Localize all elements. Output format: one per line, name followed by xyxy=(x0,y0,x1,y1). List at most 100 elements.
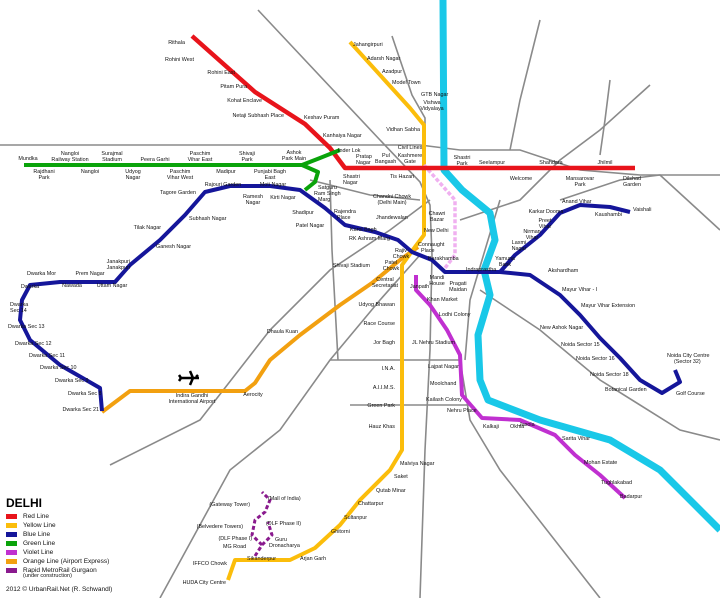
station-label: Nagar xyxy=(356,160,371,166)
station-label: Vidyalaya xyxy=(420,106,443,112)
legend-item: Green Line xyxy=(6,539,154,548)
legend-label: Red Line xyxy=(23,513,50,520)
station-label: Railway Station xyxy=(51,157,88,163)
station-label: Saket xyxy=(394,474,408,480)
station-label: Sarita Vihar xyxy=(562,436,590,442)
station-label: Rajiv xyxy=(395,248,407,254)
station-label: Dwarka Sec 9 xyxy=(55,378,89,384)
station-label: (Delhi Main) xyxy=(377,200,406,206)
legend-sublabel: (under construction) xyxy=(23,573,72,579)
station-label: (Mall of India) xyxy=(268,496,301,502)
station-label: Bank xyxy=(499,262,512,268)
station-label: Garden xyxy=(623,182,641,188)
legend-swatch xyxy=(6,568,17,573)
station-label: Secretariat xyxy=(372,283,399,289)
station-label: Nagar xyxy=(246,200,261,206)
station-label: New Delhi xyxy=(424,228,449,234)
legend-item: Red Line xyxy=(6,512,154,521)
station-label: Shahdara xyxy=(539,160,562,166)
station-label: Kohat Enclave xyxy=(227,98,262,104)
station-label: Mayur Vihar - I xyxy=(562,287,597,293)
station-label: Rajdhani xyxy=(33,169,54,175)
station-label: Chowk xyxy=(393,254,410,260)
red-line xyxy=(190,34,635,171)
station-label: I.N.A. xyxy=(382,366,395,372)
orange-line xyxy=(100,245,420,414)
station-label: Khan Market xyxy=(427,297,458,303)
station-label: Dhaula Kuan xyxy=(267,329,298,335)
station-label: Rajouri Garden xyxy=(205,182,242,188)
station-label: Kaushambi xyxy=(595,212,622,218)
station-label: Dilshad xyxy=(623,176,641,182)
city-title: DELHI xyxy=(6,496,42,510)
station-label: Patel Nagar xyxy=(296,223,325,229)
station-label: Pitam Pura xyxy=(220,84,247,90)
gurgaon-line xyxy=(250,490,274,557)
station-label: Dwarka Sec 13 xyxy=(8,324,45,330)
station-label: Rithala xyxy=(168,40,185,46)
station-label: Model Town xyxy=(392,80,421,86)
station-label: Pul xyxy=(382,153,390,159)
legend-label: Violet Line xyxy=(23,549,54,556)
station-label: Yamuna xyxy=(495,256,515,262)
station-label: Shadipur xyxy=(292,210,314,216)
station-label: Lodhi Colony xyxy=(439,312,471,318)
station-label: Jor Bagh xyxy=(373,340,395,346)
station-label: Adarsh Nagar xyxy=(367,56,400,62)
station-label: Prem Nagar xyxy=(75,271,104,277)
station-label: Pragati xyxy=(449,281,466,287)
yamuna-river xyxy=(439,0,720,533)
station-label: Chowk xyxy=(383,266,400,272)
station-label: Peera Garhi xyxy=(140,157,169,163)
station-label: Central xyxy=(376,277,393,283)
station-label: Shastri xyxy=(454,155,471,161)
station-label: New Ashok Nagar xyxy=(540,325,583,331)
station-label: Botanical Garden xyxy=(605,387,647,393)
station-label: Patel xyxy=(385,260,397,266)
station-label: Mohan Estate xyxy=(584,460,617,466)
station-label: GTB Nagar xyxy=(421,92,448,98)
station-label: HUDA City Centre xyxy=(183,580,226,586)
station-label: Gate xyxy=(404,159,416,165)
station-label: Golf Course xyxy=(676,391,705,397)
station-label: Noida Sector 16 xyxy=(576,356,615,362)
legend-label: Blue Line xyxy=(23,531,51,538)
station-label: Vishwa xyxy=(423,100,440,106)
yellow-line xyxy=(226,40,426,581)
legend-label: Orange Line (Airport Express) xyxy=(23,558,110,565)
station-label: Rohini East xyxy=(207,70,235,76)
station-label: Nagar xyxy=(343,180,358,186)
station-label: Park xyxy=(241,157,252,163)
station-label: Park xyxy=(574,182,585,188)
station-label: Udyog Bhawan xyxy=(358,302,395,308)
station-label: Kirti Nagar xyxy=(270,195,296,201)
pink-dashed-line xyxy=(422,163,457,270)
station-label: Place xyxy=(421,248,435,254)
station-label: Dwarka Sec 10 xyxy=(40,365,77,371)
station-label: Ashok xyxy=(287,150,302,156)
station-label: Sultanpur xyxy=(344,515,367,521)
station-label: Keshav Puram xyxy=(304,115,340,121)
station-label: Kanhaiya Nagar xyxy=(323,133,362,139)
station-label: Ramesh xyxy=(243,194,263,200)
credit-text: 2012 © UrbanRail.Net (R. Schwandl) xyxy=(6,586,113,593)
station-label: Guru xyxy=(275,537,287,543)
station-label: Vihar xyxy=(526,235,539,241)
station-label: Vaishali xyxy=(633,207,651,213)
station-label: Nehru Place xyxy=(447,408,477,414)
station-label: Dwarka Sec 12 xyxy=(15,341,52,347)
station-label: Ghitorni xyxy=(331,529,350,535)
station-label: Park xyxy=(38,175,49,181)
station-label: Paschim xyxy=(170,169,191,175)
station-label: Udyog xyxy=(125,169,141,175)
station-label: International Airport xyxy=(169,399,216,405)
station-label: Kalkaji xyxy=(483,424,499,430)
station-label: MG Road xyxy=(223,544,246,550)
station-label: JL Nehru Stadium xyxy=(412,340,455,346)
blue-line xyxy=(18,184,682,412)
airplane-icon xyxy=(177,370,199,386)
station-label: Mundka xyxy=(18,156,37,162)
